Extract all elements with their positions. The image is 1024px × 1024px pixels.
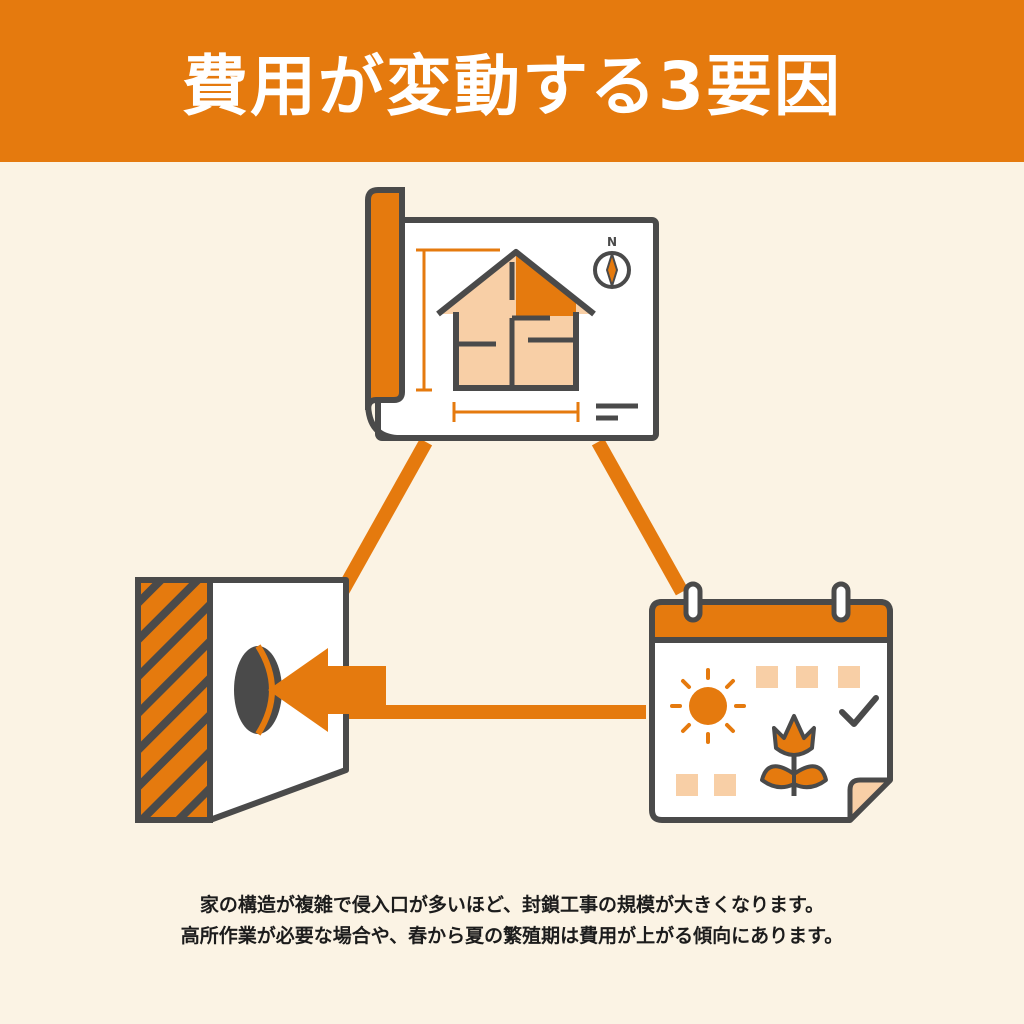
compass-north-label: N [607,235,617,249]
wall-entry-icon [135,577,386,823]
caption: 家の構造が複雑で侵入口が多いほど、封鎖工事の規模が大きくなります。 高所作業が必… [0,890,1024,952]
tulip-icon [760,714,828,796]
connector-blueprint-wall [335,438,433,596]
house-floorplan-icon [436,249,596,391]
factor-diagram: N [135,187,893,823]
arrow-icon [268,648,386,732]
sun-icon [670,668,746,744]
check-icon [839,695,879,727]
blueprint-icon: N [365,187,659,441]
calendar-icon [649,581,893,823]
page-title: 費用が変動する3要因 [182,48,842,125]
connector-blueprint-calendar [591,438,689,596]
header-banner: 費用が変動する3要因 [0,0,1024,162]
caption-line-1: 家の構造が複雑で侵入口が多いほど、封鎖工事の規模が大きくなります。 [199,894,825,916]
compass-icon: N [593,235,631,290]
connector-lines [335,438,689,719]
caption-line-2: 高所作業が必要な場合や、春から夏の繁殖期は費用が上がる傾向にあります。 [180,925,844,947]
